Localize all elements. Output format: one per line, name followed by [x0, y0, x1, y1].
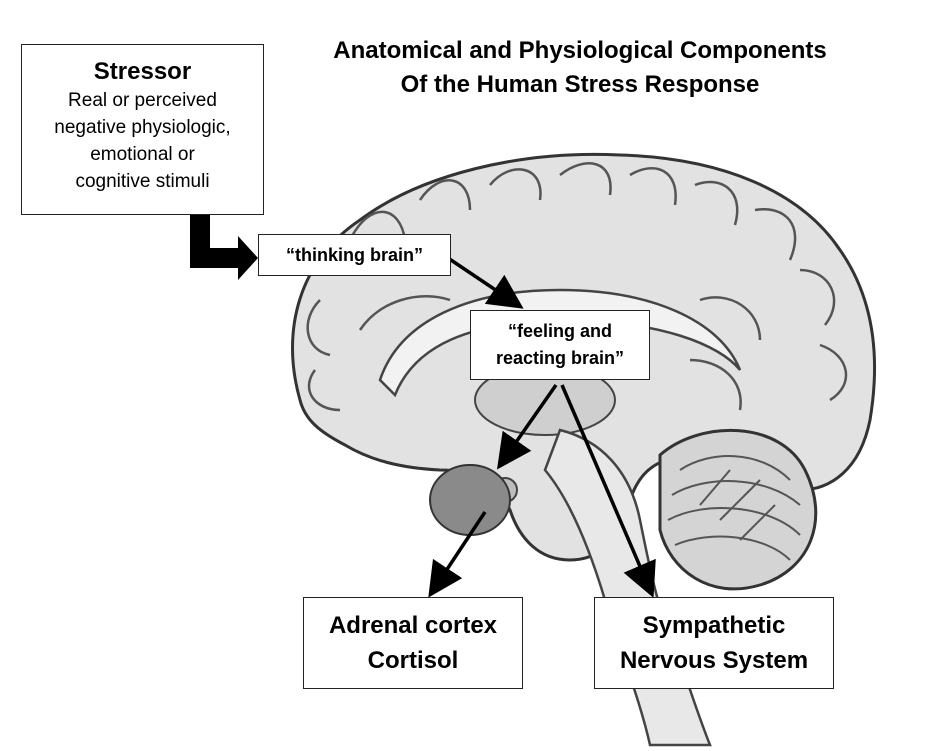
stressor-desc-line: Real or perceived	[68, 90, 217, 111]
thinking-brain-box: “thinking brain”	[258, 234, 451, 276]
title-line-2: Of the Human Stress Response	[400, 71, 760, 98]
stressor-description: Real or perceived negative physiologic, …	[22, 87, 263, 195]
feeling-brain-line: reacting brain”	[495, 348, 625, 368]
adrenal-cortex-box: Adrenal cortex Cortisol	[303, 597, 523, 689]
arrow-thinking-to-feeling	[447, 256, 524, 309]
stressor-desc-line: emotional or	[90, 144, 195, 165]
stressor-box: Stressor Real or perceived negative phys…	[21, 44, 264, 215]
arrow-pituitary-to-adrenal	[428, 511, 487, 598]
stressor-desc-line: negative physiologic,	[54, 117, 231, 138]
thinking-brain-label: “thinking brain”	[286, 245, 423, 265]
sympathetic-line: Nervous System	[619, 647, 809, 674]
sympathetic-nervous-system-box: Sympathetic Nervous System	[594, 597, 834, 689]
diagram-title: Anatomical and Physiological Components …	[270, 34, 890, 102]
cerebellum	[658, 428, 818, 591]
feeling-brain-box: “feeling and reacting brain”	[470, 310, 650, 380]
arrow-feeling-to-pituitary	[496, 383, 558, 470]
adrenal-line: Adrenal cortex	[328, 612, 498, 639]
stressor-bent-arrow	[190, 214, 258, 280]
sympathetic-line: Sympathetic	[642, 612, 786, 639]
arrow-feeling-to-sympathetic	[560, 384, 656, 598]
title-line-1: Anatomical and Physiological Components	[333, 37, 827, 64]
stressor-heading: Stressor	[93, 58, 192, 85]
adrenal-line: Cortisol	[367, 647, 459, 674]
stressor-desc-line: cognitive stimuli	[75, 171, 210, 192]
temporal-region	[429, 464, 511, 536]
feeling-brain-line: “feeling and	[507, 321, 612, 341]
